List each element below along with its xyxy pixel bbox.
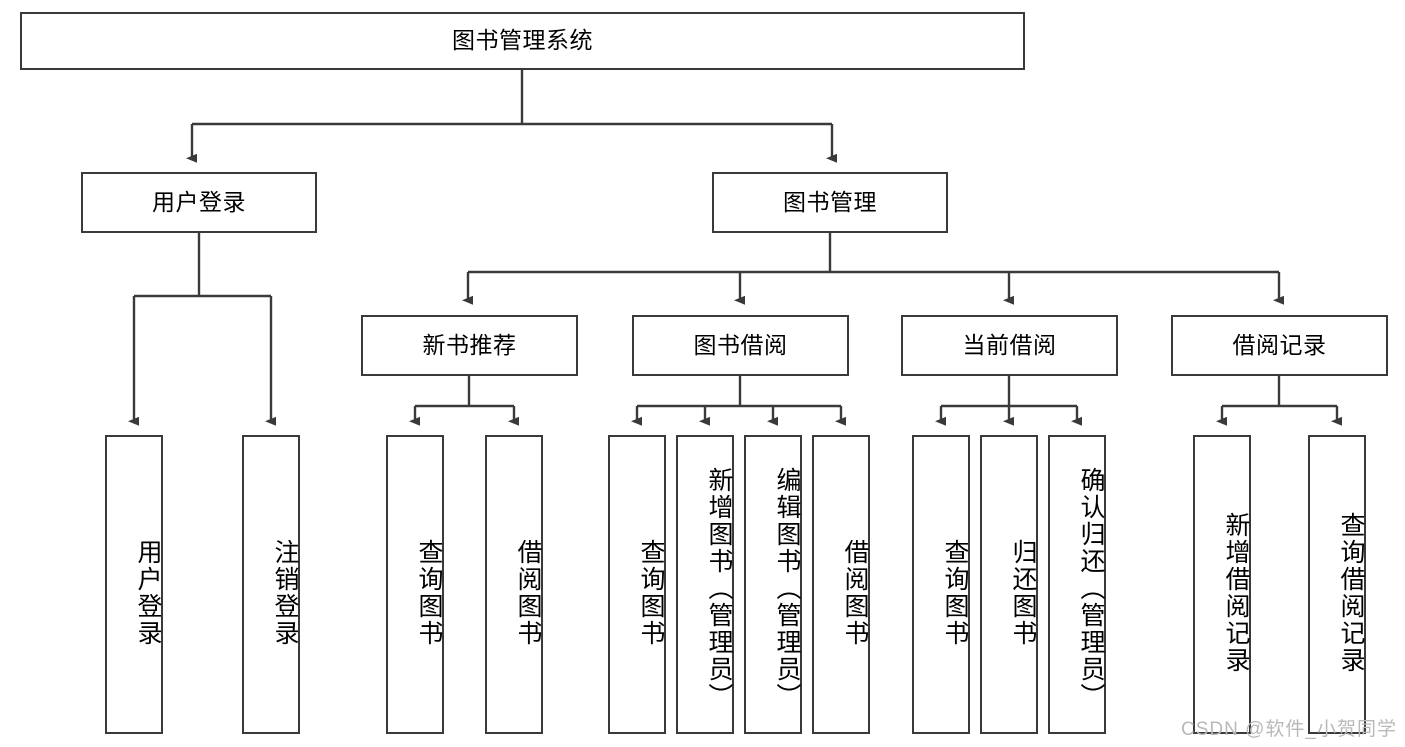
leaf-return-book[interactable]: 归还图书 [980,435,1038,734]
csdn-watermark: CSDN @软件_小贺同学 [1181,719,1397,740]
node-label: 确认归还（管理员） [1077,467,1105,710]
leaf-confirm-return[interactable]: 确认归还（管理员） [1048,435,1106,734]
node-book-borrow[interactable]: 图书借阅 [632,315,849,376]
leaf-borrow-book-2[interactable]: 借阅图书 [812,435,870,734]
node-label: 借阅记录 [1232,331,1327,358]
node-book-management-system[interactable]: 图书管理系统 [20,12,1025,70]
node-label: 查询图书 [941,538,969,647]
node-label: 新书推荐 [422,331,517,358]
leaf-add-borrow-record[interactable]: 新增借阅记录 [1193,435,1251,734]
node-label: 图书管理 [783,188,877,215]
leaf-edit-book[interactable]: 编辑图书（管理员） [744,435,802,734]
node-borrow-record[interactable]: 借阅记录 [1171,315,1388,376]
node-label: 归还图书 [1009,538,1037,647]
node-book-management[interactable]: 图书管理 [712,172,948,233]
node-label: 图书借阅 [693,331,788,358]
node-current-borrow[interactable]: 当前借阅 [901,315,1118,376]
node-label: 用户登录 [152,188,246,215]
node-label: 当前借阅 [962,331,1057,358]
leaf-query-book-3[interactable]: 查询图书 [912,435,970,734]
leaf-user-login[interactable]: 用户登录 [105,435,163,734]
leaf-query-book-1[interactable]: 查询图书 [386,435,444,734]
node-label: 注销登录 [271,538,299,647]
leaf-query-borrow-record[interactable]: 查询借阅记录 [1308,435,1366,734]
node-label: 借阅图书 [514,538,542,647]
leaf-add-book[interactable]: 新增图书（管理员） [676,435,734,734]
node-label: 查询图书 [415,538,443,647]
node-label: 用户登录 [134,538,162,647]
node-label: 新增借阅记录 [1222,511,1250,674]
leaf-query-book-2[interactable]: 查询图书 [608,435,666,734]
node-label: 图书管理系统 [452,27,593,54]
node-label: 新增图书（管理员） [705,467,733,710]
node-user-login[interactable]: 用户登录 [81,172,317,233]
node-label: 借阅图书 [841,538,869,647]
node-label: 查询借阅记录 [1337,511,1365,674]
node-label: 查询图书 [637,538,665,647]
node-label: 编辑图书（管理员） [773,467,801,710]
leaf-borrow-book-1[interactable]: 借阅图书 [485,435,543,734]
leaf-logout-login[interactable]: 注销登录 [242,435,300,734]
node-new-book-recommend[interactable]: 新书推荐 [361,315,578,376]
